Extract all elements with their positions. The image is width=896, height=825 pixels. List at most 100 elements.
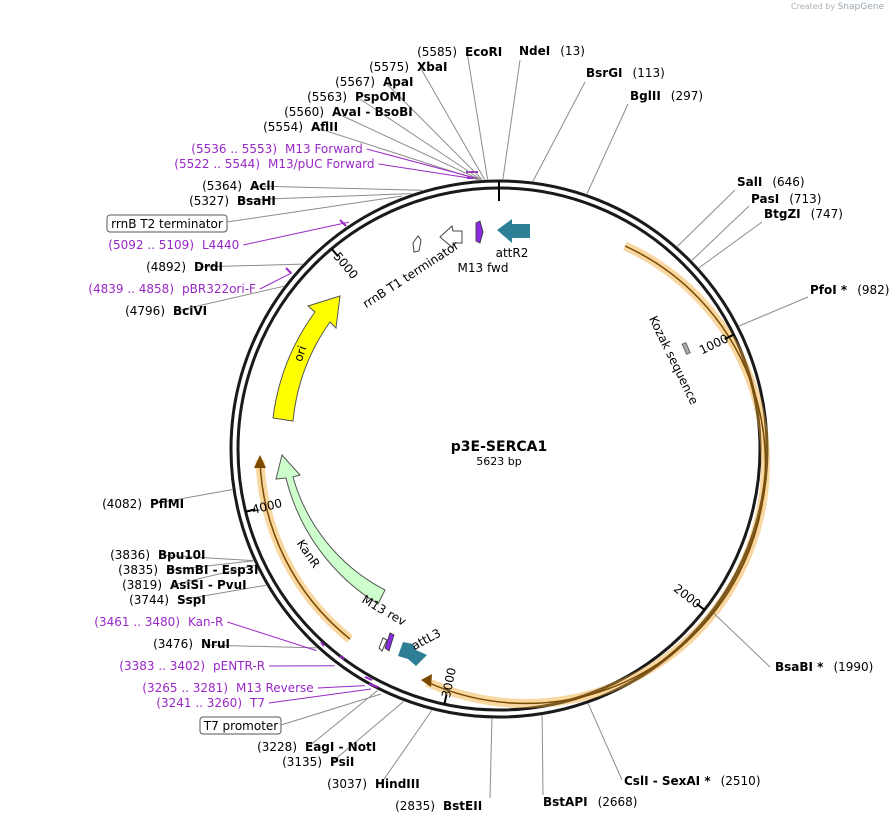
primer-name: M13 Forward — [285, 142, 363, 156]
primer-leader-line — [243, 221, 350, 246]
site-position: (3819) — [122, 578, 162, 592]
site-position: (5327) — [189, 194, 229, 208]
site-leader-line — [419, 66, 485, 180]
site-position: (3744) — [129, 593, 169, 607]
site-name: PfoI * — [810, 283, 848, 297]
serca1-cds-line — [426, 245, 767, 705]
site-leader-line — [331, 701, 404, 763]
site-name: AsiSI - PvuI — [170, 578, 247, 592]
rrnb-t2-leader — [226, 195, 403, 223]
site-position: (2835) — [395, 799, 435, 813]
primer-mark-t7 — [368, 683, 379, 688]
tick-label: 5000 — [331, 249, 361, 281]
ori-feature — [272, 295, 341, 422]
site-position: (5563) — [307, 90, 347, 104]
tick-mark — [245, 508, 256, 513]
site-leader-line — [739, 296, 809, 327]
site-leader-line — [172, 564, 256, 586]
serca1-cds-arrowhead — [421, 674, 432, 687]
m13-rev-feature — [384, 632, 395, 652]
leader-lines — [151, 51, 809, 799]
site-leader-line — [307, 689, 379, 748]
primer-mark-kan-r — [320, 641, 325, 647]
site-position: (713) — [789, 192, 821, 206]
attl3-feature — [398, 642, 427, 666]
site-position: (3836) — [110, 548, 150, 562]
primer-mark-pentr-r — [339, 655, 345, 660]
feature-label-attr2: attR2 — [496, 246, 529, 260]
primer-leader-line — [268, 688, 372, 704]
primer-range: (3265 .. 3281) — [142, 681, 228, 695]
site-leader-line — [204, 644, 317, 649]
site-position: (3037) — [327, 777, 367, 791]
primer-leader-line — [259, 272, 293, 290]
primer-range: (3461 .. 3480) — [94, 615, 180, 629]
primer-name: pENTR-R — [213, 659, 265, 673]
site-name: Bpu10I — [158, 548, 205, 562]
site-position: (2668) — [598, 795, 638, 809]
feature-label-m13-rev: M13 rev — [359, 592, 408, 628]
feature-label-kozak: Kozak sequence — [646, 314, 701, 407]
t7-promoter-label-box — [199, 716, 282, 735]
site-name: DrdI — [194, 260, 223, 274]
site-name: PspOMI — [355, 90, 406, 104]
primer-range: (5536 .. 5553) — [191, 142, 277, 156]
primer-name: M13 Reverse — [236, 681, 314, 695]
primer-leader-line — [366, 148, 476, 179]
site-name: EcoRI — [465, 45, 502, 59]
site-name: BstAPI — [543, 795, 588, 809]
site-position: (646) — [772, 175, 804, 189]
site-position: (4892) — [146, 260, 186, 274]
primer-name: Kan-R — [188, 615, 223, 629]
site-name: ApaI — [383, 75, 413, 89]
tick-mark — [330, 248, 339, 258]
tick-mark — [443, 694, 448, 705]
site-position: (5585) — [417, 45, 457, 59]
site-position: (982) — [857, 283, 889, 297]
plasmid-size: 5623 bp — [476, 455, 521, 468]
tick-label: 3000 — [439, 666, 459, 699]
primer-name: L4440 — [202, 238, 239, 252]
primer-range: (3241 .. 3260) — [156, 696, 242, 710]
primer-leader-line — [227, 621, 317, 652]
primer-leader-line — [378, 163, 472, 179]
t7-promoter-label: T7 promoter — [203, 719, 279, 733]
site-name: AflII — [311, 120, 338, 134]
site-leader-line — [356, 96, 482, 181]
site-name: BsmBI - Esp3I — [166, 563, 258, 577]
credit-prefix: Created by — [791, 2, 836, 11]
m13-fwd-feature — [475, 220, 484, 244]
site-name: PsiI — [330, 755, 354, 769]
site-leader-line — [489, 718, 493, 799]
site-position: (5560) — [284, 105, 324, 119]
t7-promoter-feature — [378, 637, 388, 652]
primer-name: M13/pUC Forward — [268, 157, 375, 171]
site-name: XbaI — [417, 60, 447, 74]
attr2-feature — [497, 219, 530, 243]
site-leader-line — [541, 715, 544, 796]
rrnb-t1-feature — [439, 225, 463, 250]
site-position: (113) — [633, 66, 665, 80]
site-position: (1990) — [833, 660, 873, 674]
site-leader-line — [251, 185, 422, 191]
site-leader-line — [333, 111, 481, 181]
site-position: (5567) — [335, 75, 375, 89]
site-name: CslI - SexAI * — [624, 774, 711, 788]
kozak-sequence-mark — [681, 342, 691, 355]
site-position: (5554) — [263, 120, 303, 134]
site-leader-line — [384, 81, 483, 180]
feature-label-ori: ori — [291, 344, 309, 363]
site-position: (3476) — [153, 637, 193, 651]
feature-label-attl3: attL3 — [409, 626, 443, 653]
site-position: (297) — [671, 89, 703, 103]
site-name: EagI - NotI — [305, 740, 376, 754]
rrnb-t2-label-box — [106, 214, 228, 233]
backbone-orf-line — [259, 459, 351, 640]
primer-name: T7 — [249, 696, 265, 710]
rrnb-t2-feature — [412, 235, 422, 253]
site-name: BglII — [630, 89, 661, 103]
site-name: PflMI — [150, 497, 184, 511]
snapgene-logo: SnapGene — [837, 2, 884, 12]
site-leader-line — [159, 554, 254, 562]
